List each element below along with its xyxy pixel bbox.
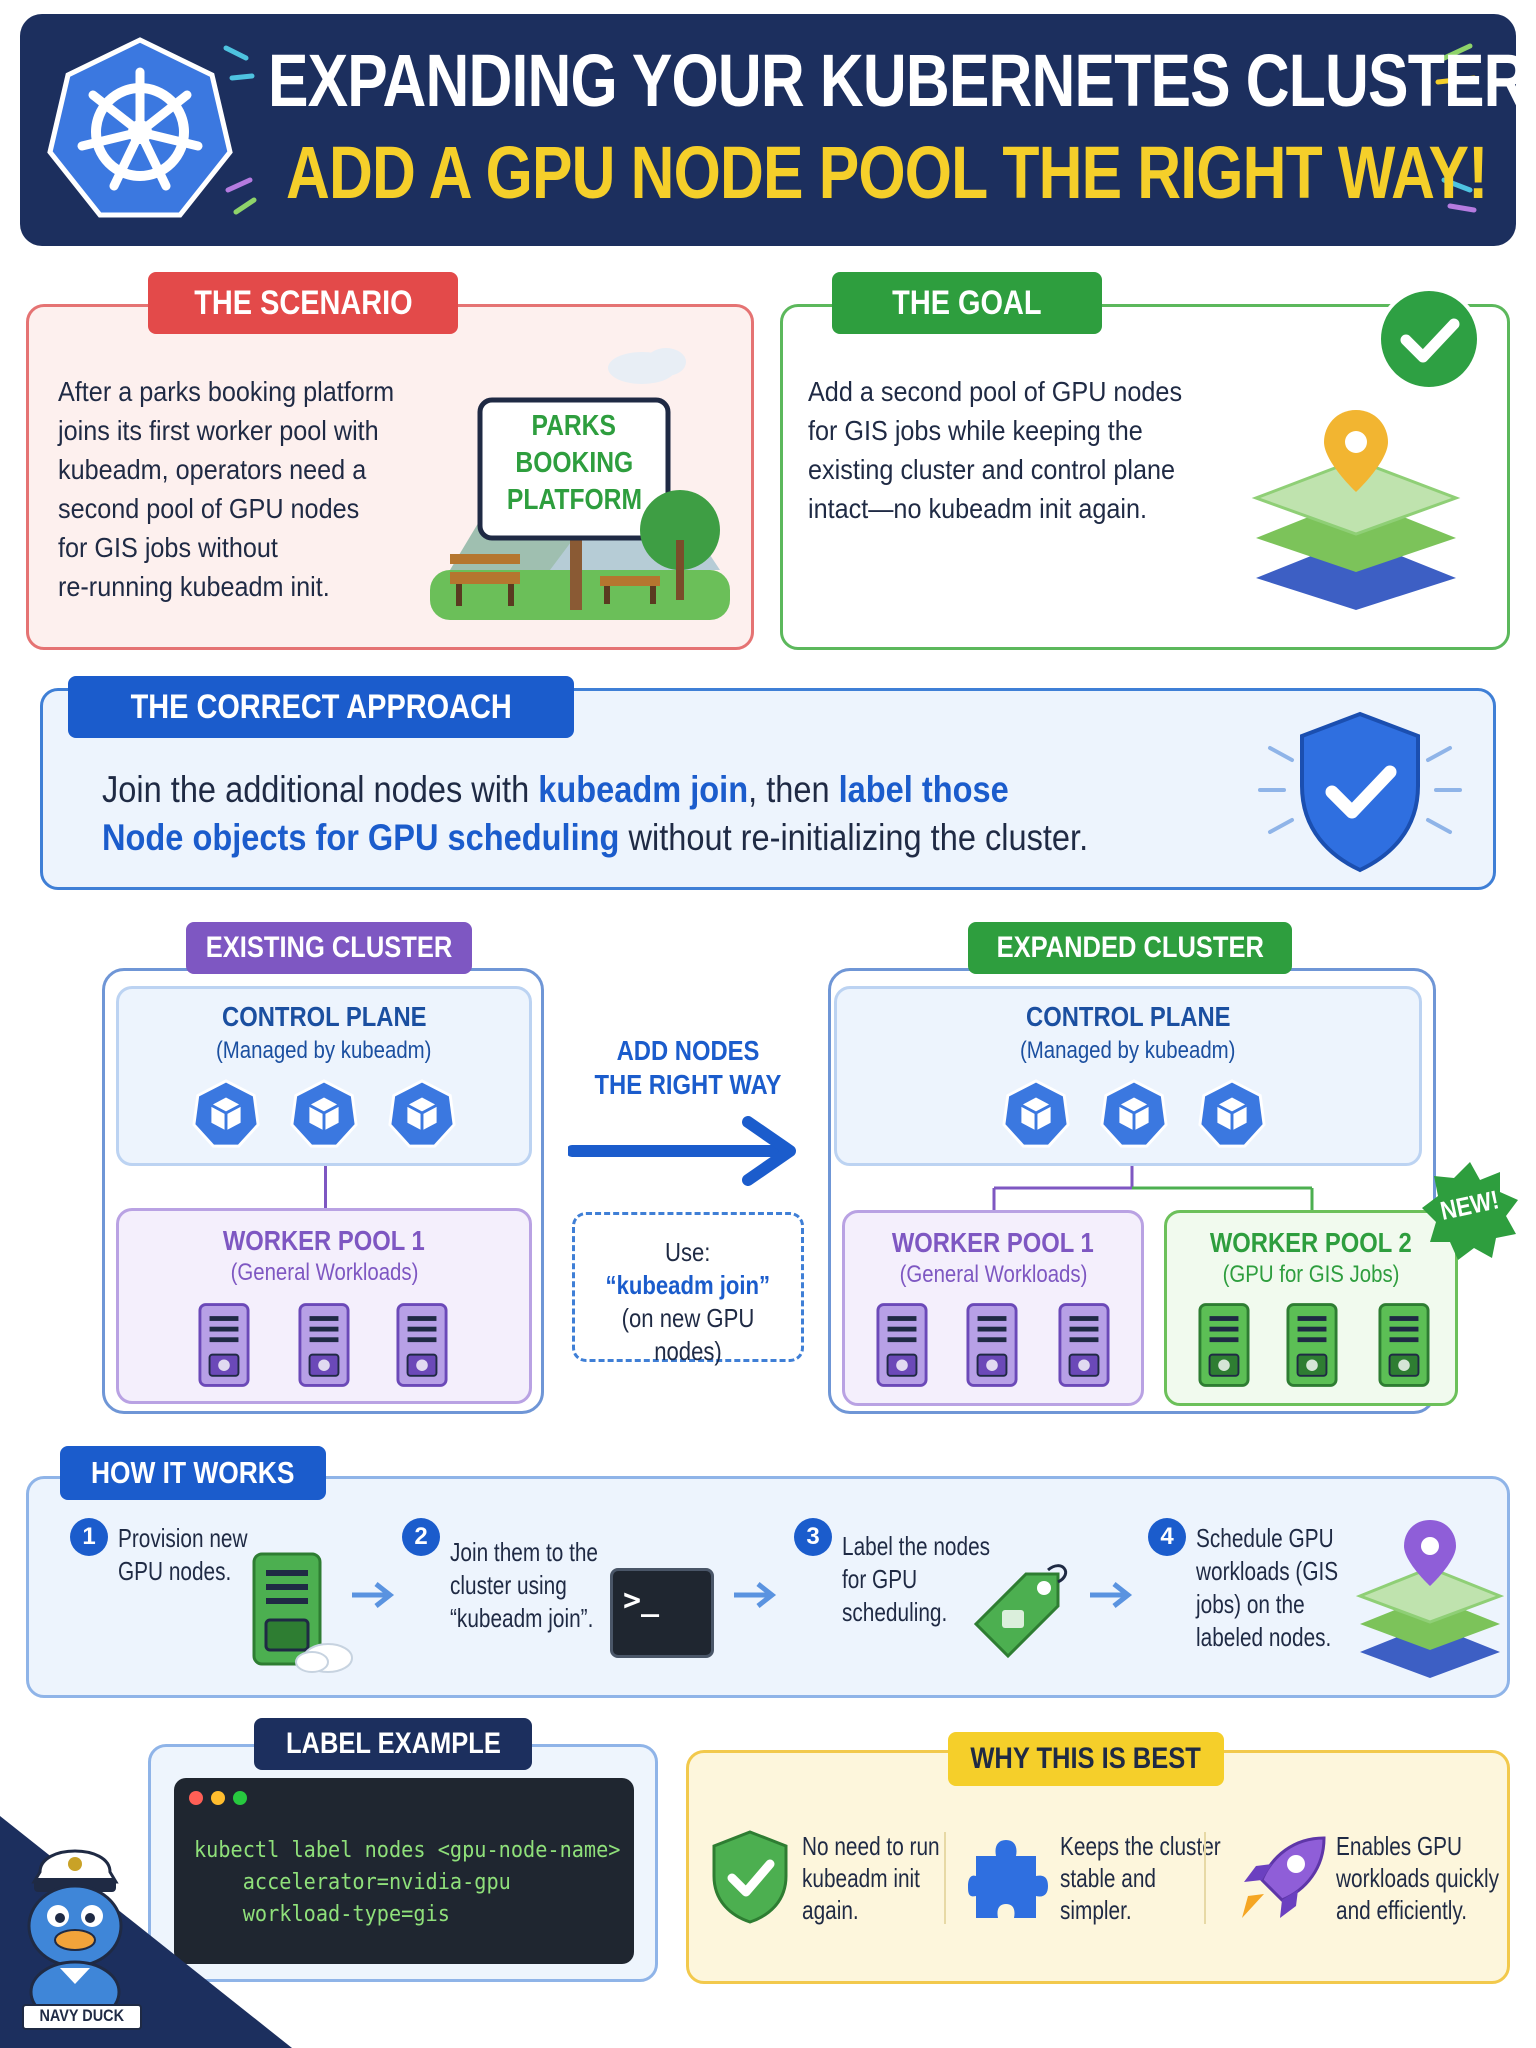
title-line-2: ADD A GPU NODE POOL THE RIGHT WAY! [286, 131, 1488, 214]
label-example-tag: LABEL EXAMPLE [254, 1718, 532, 1770]
expanded-control-plane-subtitle: (Managed by kubeadm) [1020, 1037, 1236, 1064]
expanded-control-plane: CONTROL PLANE (Managed by kubeadm) [834, 986, 1422, 1166]
code-line-1: kubectl label nodes <gpu-node-name> [194, 1838, 621, 1863]
new-badge-icon [1422, 1162, 1518, 1260]
expanded-connector-lines [992, 1166, 1314, 1214]
code-terminal: kubectl label nodes <gpu-node-name> acce… [174, 1778, 634, 1964]
sparkle-right-icon [1435, 43, 1477, 213]
control-plane-node-icon [1198, 1079, 1266, 1148]
approach-tag: THE CORRECT APPROACH [68, 676, 574, 738]
add-nodes-label: ADD NODES THE RIGHT WAY [594, 1035, 782, 1100]
goal-text: Add a second pool of GPU nodes for GIS j… [808, 376, 1183, 524]
goal-tag: THE GOAL [832, 272, 1102, 334]
terminal-icon: >_ [610, 1568, 714, 1658]
use-kubeadm-join-text: Use: “kubeadm join” (on new GPU nodes) [605, 1237, 771, 1366]
navy-duck-mascot-icon [0, 1816, 292, 2048]
control-plane-node-icon [388, 1079, 456, 1148]
step-arrow-3-icon [1090, 1582, 1133, 1608]
why-divider-1 [944, 1832, 946, 1924]
worker-pool-2-subtitle: (GPU for GIS Jobs) [1222, 1261, 1400, 1288]
worker-pool-1-title: WORKER POOL 1 [223, 1225, 425, 1256]
puzzle-piece-icon [968, 1840, 1048, 1918]
navy-duck-nameplate [22, 2004, 142, 2030]
control-plane-node-icon [290, 1079, 358, 1148]
code-line-2: accelerator=nvidia-gpu [194, 1870, 511, 1895]
expanded-worker-pool-1-title: WORKER POOL 1 [892, 1227, 1094, 1258]
expanded-worker-pool-1-subtitle: (General Workloads) [899, 1261, 1087, 1288]
step-arrow-2-icon [734, 1582, 777, 1608]
how-it-works-tag: HOW IT WORKS [60, 1446, 326, 1500]
sparkle-left-icon [223, 45, 257, 215]
server-node-icon [1058, 1303, 1110, 1387]
navy-duck-name: NAVY DUCK [39, 2006, 125, 2025]
park-sign-text: PARKS BOOKING PLATFORM [506, 410, 642, 516]
scenario-text: After a parks booking platform joins its… [58, 376, 395, 602]
approach-text: Join the additional nodes with kubeadm j… [102, 769, 1089, 858]
step-2-number: 2 [402, 1518, 440, 1556]
shield-check-icon [1258, 711, 1462, 873]
server-node-icon [298, 1303, 350, 1387]
why-best-tag: WHY THIS IS BEST [948, 1732, 1224, 1786]
rocket-icon [1242, 1836, 1326, 1918]
use-kubeadm-join-box [572, 1212, 804, 1362]
server-node-icon [1378, 1303, 1430, 1387]
green-shield-check-icon [712, 1830, 788, 1924]
step-3-number: 3 [794, 1518, 832, 1556]
step-1-number: 1 [70, 1518, 108, 1556]
server-node-icon [198, 1303, 250, 1387]
why-best-panel [686, 1750, 1510, 1984]
why-divider-2 [1204, 1832, 1206, 1924]
server-node-icon [1198, 1303, 1250, 1387]
kubernetes-logo-icon [47, 37, 233, 218]
check-circle-icon [1377, 287, 1481, 391]
header-banner [20, 14, 1516, 246]
gpu-server-icon [252, 1552, 353, 1673]
control-plane-subtitle: (Managed by kubeadm) [216, 1037, 432, 1064]
existing-cluster-tag: EXISTING CLUSTER [186, 922, 472, 974]
label-tag-icon [973, 1564, 1068, 1659]
worker-pool-2-title: WORKER POOL 2 [1210, 1227, 1412, 1258]
server-node-icon [396, 1303, 448, 1387]
scenario-tag: THE SCENARIO [148, 272, 458, 334]
server-node-icon [876, 1303, 928, 1387]
step-arrow-1-icon [352, 1582, 395, 1608]
control-plane-node-icon [192, 1079, 260, 1148]
park-illustration-icon [430, 348, 730, 620]
control-plane-node-icon [1002, 1079, 1070, 1148]
right-arrow-icon [568, 1116, 796, 1186]
server-node-icon [1286, 1303, 1338, 1387]
worker-pool-1-subtitle: (General Workloads) [230, 1259, 418, 1286]
gis-map-layers-icon [1356, 1520, 1504, 1678]
connector-line [324, 1166, 327, 1208]
existing-control-plane: CONTROL PLANE (Managed by kubeadm) [116, 986, 532, 1166]
title-line-1: EXPANDING YOUR KUBERNETES CLUSTER [268, 39, 1527, 122]
control-plane-node-icon [1100, 1079, 1168, 1148]
step-4-number: 4 [1148, 1518, 1186, 1556]
expanded-cluster-tag: EXPANDED CLUSTER [968, 922, 1292, 974]
control-plane-title: CONTROL PLANE [221, 1001, 427, 1032]
code-line-3: workload-type=gis [194, 1902, 450, 1927]
server-node-icon [966, 1303, 1018, 1387]
map-layers-icon [1251, 410, 1461, 610]
expanded-control-plane-title: CONTROL PLANE [1025, 1001, 1231, 1032]
window-controls-icon [189, 1791, 247, 1805]
